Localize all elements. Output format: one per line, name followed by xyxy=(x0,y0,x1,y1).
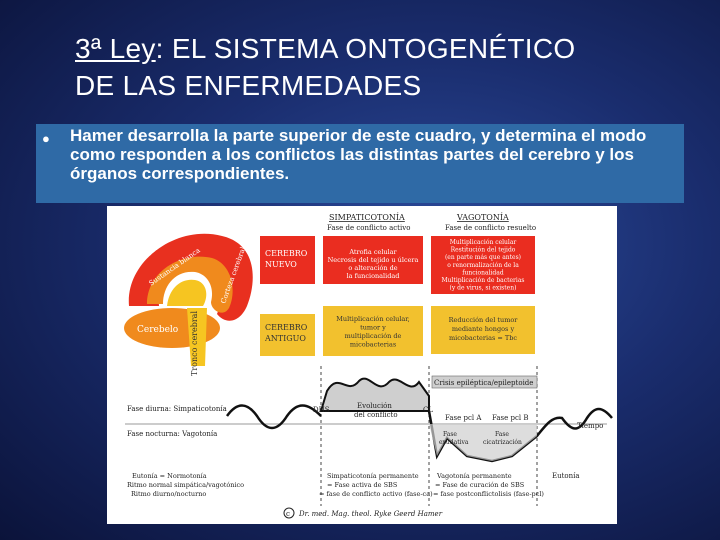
bullet-icon: ● xyxy=(42,131,50,146)
cerebro-antiguo-resuelto-line-1: Reducción del tumor xyxy=(449,316,519,324)
copyright-c-glyph: c xyxy=(286,510,290,518)
bottom-right-line-3: = fase postconflictolisis (fase-pcl) xyxy=(433,490,544,498)
title-law-underlined: 3ª Ley xyxy=(75,33,156,64)
label-cerebro-antiguo-a: CEREBRO xyxy=(265,323,308,332)
slide-title-line2: DE LAS ENFERMEDADES xyxy=(75,67,695,104)
label-cerebelo: Cerebelo xyxy=(137,325,178,335)
label-evolucion-1: Evolución xyxy=(357,402,392,410)
cerebro-antiguo-activo-line-2: tumor y xyxy=(360,324,386,332)
slide-title: 3ª Ley: EL SISTEMA ONTOGENÉTICO DE LAS E… xyxy=(75,30,695,104)
bottom-left-line-2: Ritmo normal simpática/vagotónico xyxy=(127,481,244,489)
cerebro-nuevo-activo-line-4: la funcionalidad xyxy=(347,272,400,280)
bottom-mid-line-3: = fase de conflicto activo (fase-ca) xyxy=(319,490,433,498)
header-vagotonia: VAGOTONÍA xyxy=(456,213,509,222)
label-fase-pcl-a: Fase pcl A xyxy=(445,414,482,422)
bottom-mid-line-2: = Fase activa de SBS xyxy=(327,481,397,489)
cerebro-antiguo-resuelto-line-2: mediante hongos y xyxy=(452,325,515,333)
subheader-conflicto-resuelto: Fase de conflicto resuelto xyxy=(445,224,536,232)
bottom-right-line-1: Vagotonía permanente xyxy=(436,472,512,480)
cerebro-nuevo-resuelto-line-6: Multiplicación de bacterias xyxy=(441,277,524,284)
label-eutonia: Eutonía xyxy=(552,472,580,480)
title-line1-rest: : EL SISTEMA ONTOGENÉTICO xyxy=(156,33,576,64)
label-dhs: DHS xyxy=(313,406,330,414)
label-crisis: Crisis epiléptica/epileptoide xyxy=(434,379,533,387)
bullet-text: Hamer desarrolla la parte superior de es… xyxy=(70,126,680,183)
header-simpaticotonia: SIMPATICOTONÍA xyxy=(329,213,405,222)
brain-inner-shape xyxy=(167,280,206,306)
cerebro-antiguo-activo-line-1: Multiplicación celular, xyxy=(336,315,410,323)
cerebro-nuevo-resuelto-line-7: (y de virus, si existen) xyxy=(450,285,517,292)
hamer-diagram-svg: Corteza cerebral Sustancia blanca Cortez… xyxy=(107,206,617,524)
bottom-right-line-2: = Fase de curación de SBS xyxy=(435,481,524,489)
label-cerebro-nuevo-b: NUEVO xyxy=(265,260,297,269)
subheader-conflicto-activo: Fase de conflicto activo xyxy=(327,224,410,232)
cerebro-nuevo-resuelto-line-3: (en parte más que antes) xyxy=(445,254,521,261)
bottom-left-line-3: Ritmo diurno/nocturno xyxy=(131,490,206,498)
label-fase-pcl-b: Fase pcl B xyxy=(492,414,529,422)
hamer-diagram: Corteza cerebral Sustancia blanca Cortez… xyxy=(107,206,617,524)
cerebro-nuevo-activo-line-2: Necrosis del tejido u úlcera xyxy=(328,256,419,264)
label-fase-cicatrizacion-1: Fase xyxy=(495,431,509,438)
label-tiempo: Tiempo xyxy=(577,422,603,430)
label-cerebro-nuevo-a: CEREBRO xyxy=(265,249,308,258)
cerebro-nuevo-activo-line-3: o alteración de xyxy=(348,264,397,272)
cerebro-nuevo-resuelto-line-4: o renormalización de la xyxy=(447,262,519,269)
label-fase-cicatrizacion-2: cicatrización xyxy=(483,439,522,446)
bottom-left-line-1: Eutonía = Normotonía xyxy=(132,472,207,480)
label-evolucion-2: del conflicto xyxy=(354,411,398,419)
slide-title-line1: 3ª Ley: EL SISTEMA ONTOGENÉTICO xyxy=(75,30,695,67)
label-copyright: Dr. med. Mag. theol. Ryke Geerd Hamer xyxy=(298,510,443,518)
label-fase-exudativa-1: Fase xyxy=(443,431,457,438)
label-cl: CL xyxy=(423,406,433,414)
cerebro-nuevo-activo-line-1: Atrofia celular xyxy=(348,248,397,256)
cerebro-antiguo-resuelto-line-3: micobacterias = Tbc xyxy=(449,334,517,342)
label-tronco-cerebral: Tronco cerebral xyxy=(190,311,199,376)
cerebro-nuevo-resuelto-line-1: Multiplicación celular xyxy=(450,239,517,246)
label-fase-nocturna: Fase nocturna: Vagotonía xyxy=(127,430,217,438)
cerebro-antiguo-activo-line-4: micobacterias xyxy=(350,341,396,349)
brain-illustration: Corteza cerebral Sustancia blanca Cortez… xyxy=(124,218,253,376)
cerebro-antiguo-activo-line-3: multiplicación de xyxy=(345,332,402,340)
label-fase-diurna: Fase diurna: Simpaticotonía xyxy=(127,405,227,413)
bottom-mid-line-1: Simpaticotonía permanente xyxy=(327,472,419,480)
label-fase-exudativa-2: exudativa xyxy=(439,439,469,446)
cerebro-nuevo-resuelto-line-2: Restitución del tejido xyxy=(451,247,516,254)
cerebro-nuevo-resuelto-line-5: funcionalidad xyxy=(462,269,504,276)
label-cerebro-antiguo-b: ANTIGUO xyxy=(264,334,306,343)
normal-wave xyxy=(227,406,321,429)
